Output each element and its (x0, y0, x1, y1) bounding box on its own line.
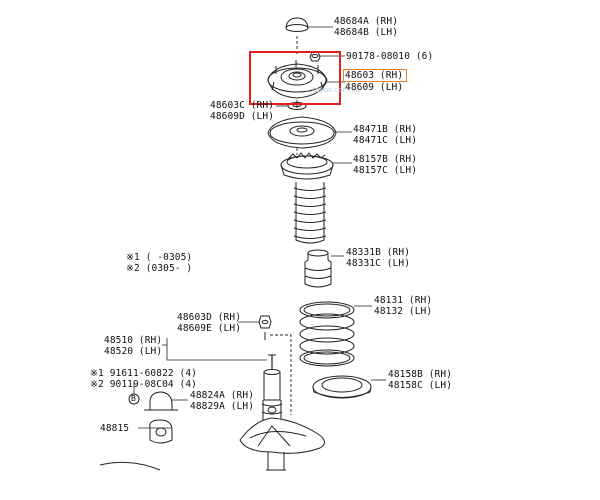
part-label-48603C: 48603C (RH) (210, 100, 275, 111)
part-label-48157B: 48157B (RH) (353, 154, 418, 165)
part-label-48471C: 48471C (LH) (353, 135, 418, 146)
mount-nut-part (309, 51, 321, 62)
watermark: ...toyox.com.ua (306, 86, 361, 94)
part-label-91611: ※1 91611-60822 (4) (90, 368, 197, 379)
part-label-48684B: 48684B (LH) (334, 27, 399, 38)
shock-absorber-part (239, 354, 325, 471)
note-1: ※1 ( -0305) (126, 252, 193, 263)
part-label-48331C: 48331C (LH) (346, 258, 411, 269)
part-label-90119: ※2 90119-08C04 (4) (90, 379, 197, 390)
bolt-b-label: B (131, 394, 136, 403)
coil-spring-part (299, 301, 355, 367)
note-2: ※2 (0305- ) (126, 263, 193, 274)
part-label-48609E: 48609E (LH) (177, 323, 242, 334)
spring-upper-seat-part (267, 116, 337, 149)
spring-lower-insulator-part (312, 375, 372, 399)
spring-insulator-part (280, 152, 334, 180)
part-label-48815: 48815 (100, 423, 130, 434)
part-label-48520: 48520 (LH) (104, 346, 163, 357)
part-label-90178: 90178-08010 (6) (346, 51, 434, 62)
part-label-48158C: 48158C (LH) (388, 380, 453, 391)
strut-mount-part (267, 60, 328, 99)
part-label-48603D: 48603D (RH) (177, 312, 242, 323)
part-label-48157C: 48157C (LH) (353, 165, 418, 176)
part-label-48603: 48603 (RH) (345, 70, 404, 81)
part-label-48609: 48609 (LH) (345, 82, 404, 93)
leader-lines (133, 26, 386, 429)
strut-top-nut-part (258, 315, 272, 340)
part-label-48829A: 48829A (LH) (190, 401, 255, 412)
stabilizer-bushing-part (149, 419, 173, 444)
part-label-48471B: 48471B (RH) (353, 124, 418, 135)
part-label-48824A: 48824A (RH) (190, 390, 255, 401)
dust-boot-part (293, 182, 327, 244)
part-label-48331B: 48331B (RH) (346, 247, 411, 258)
part-label-48684A: 48684A (RH) (334, 16, 399, 27)
part-label-48158B: 48158B (RH) (388, 369, 453, 380)
upper-cap-part (285, 17, 309, 32)
part-label-48132: 48132 (LH) (374, 306, 433, 317)
part-label-48510: 48510 (RH) (104, 335, 163, 346)
bump-stop-part (304, 249, 332, 288)
stabilizer-bar-line (99, 461, 161, 471)
part-label-48609D: 48609D (LH) (210, 111, 275, 122)
part-label-48131: 48131 (RH) (374, 295, 433, 306)
stabilizer-bracket-part (144, 391, 178, 411)
